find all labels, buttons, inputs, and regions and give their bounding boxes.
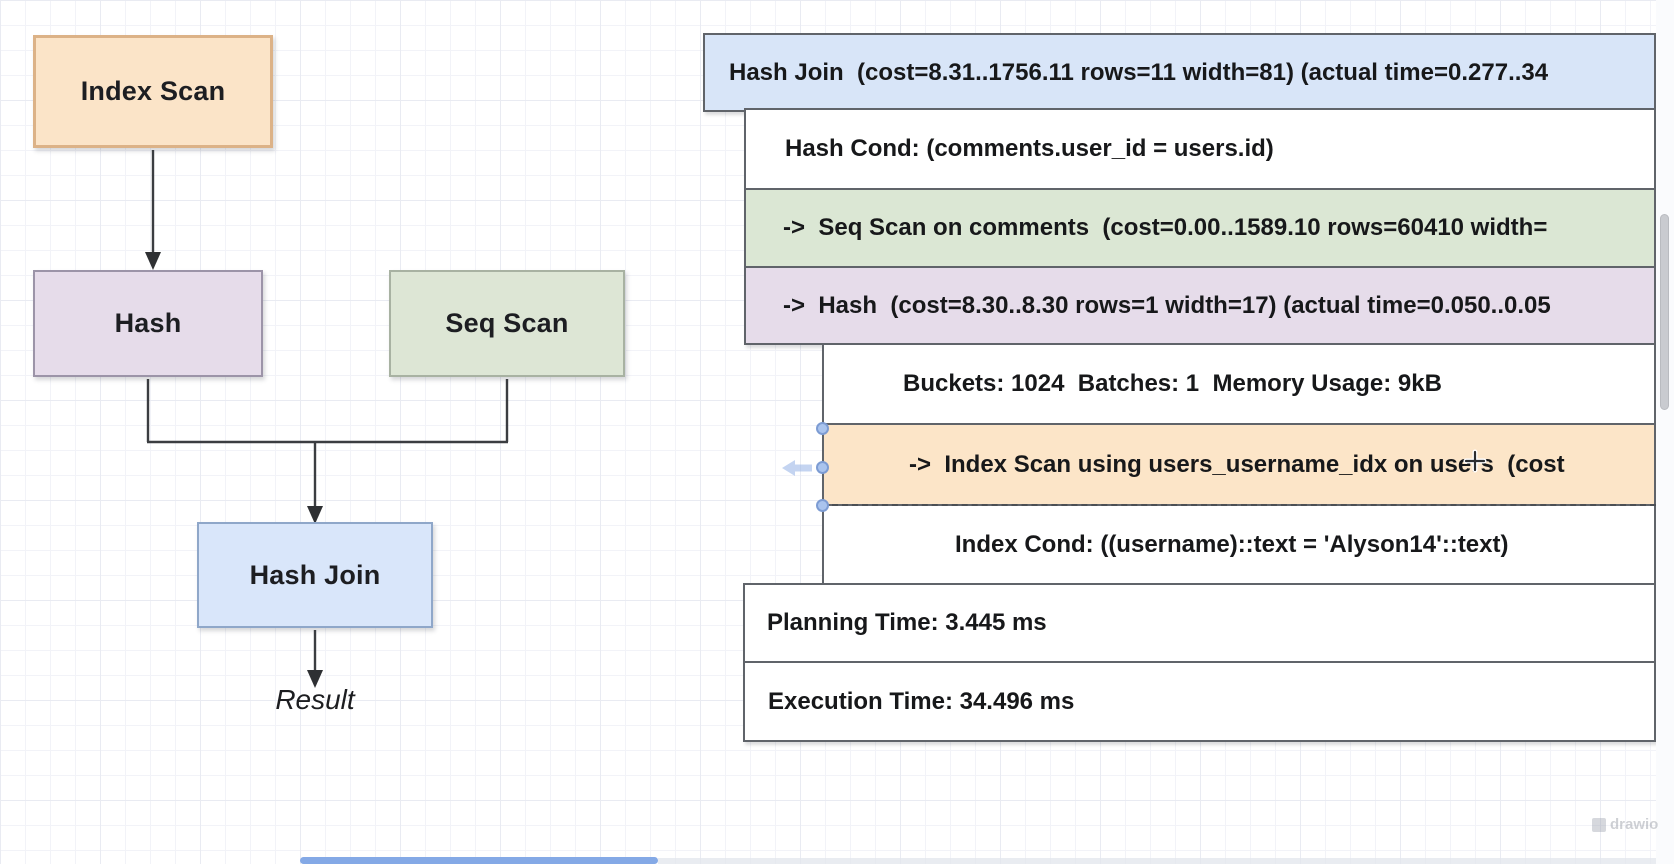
flow-node-label: Index Scan: [80, 76, 226, 106]
plan-row-index-cond[interactable]: Index Cond: ((username)::text = 'Alyson1…: [822, 504, 1656, 585]
horizontal-scrollbar-thumb[interactable]: [300, 857, 658, 864]
drawio-logo-icon: [1592, 817, 1606, 832]
plan-row-text: Planning Time: 3.445 ms: [767, 609, 1047, 636]
plan-row-text: Index Cond: ((username)::text = 'Alyson1…: [955, 530, 1509, 558]
plan-row-text: Hash Cond: (comments.user_id = users.id): [785, 135, 1274, 162]
arrowhead-to-hash: [145, 252, 161, 270]
plan-row-text: -> Hash (cost=8.30..8.30 rows=1 width=17…: [783, 291, 1551, 319]
plan-row-text: -> Index Scan using users_username_idx o…: [909, 450, 1565, 478]
flow-node-label: Hash: [114, 308, 182, 338]
plan-row-hash-join[interactable]: Hash Join (cost=8.31..1756.11 rows=11 wi…: [703, 33, 1656, 112]
plan-row-buckets[interactable]: Buckets: 1024 Batches: 1 Memory Usage: 9…: [822, 343, 1656, 425]
flow-node-index-scan[interactable]: Index Scan: [33, 35, 273, 148]
plan-row-text: Execution Time: 34.496 ms: [768, 687, 1075, 715]
plan-row-planning-time[interactable]: Planning Time: 3.445 ms: [743, 583, 1656, 663]
plan-row-index-scan-selected[interactable]: -> Index Scan using users_username_idx o…: [822, 423, 1656, 506]
flow-node-hash[interactable]: Hash: [33, 270, 263, 377]
flow-node-label: Seq Scan: [445, 308, 569, 338]
scrollbar-gutter: [1656, 0, 1674, 864]
plan-row-hash[interactable]: -> Hash (cost=8.30..8.30 rows=1 width=17…: [744, 266, 1656, 345]
selection-handle-top-left[interactable]: [816, 422, 829, 435]
watermark-label: drawio: [1610, 816, 1659, 833]
result-label: Result: [275, 684, 355, 715]
plan-row-text: -> Seq Scan on comments (cost=0.00..1589…: [783, 214, 1548, 241]
plan-row-text: Hash Join (cost=8.31..1756.11 rows=11 wi…: [729, 58, 1549, 86]
vertical-scrollbar-thumb[interactable]: [1660, 214, 1669, 410]
plan-row-text: Buckets: 1024 Batches: 1 Memory Usage: 9…: [903, 370, 1442, 397]
flow-node-hash-join[interactable]: Hash Join: [197, 522, 433, 628]
horizontal-scrollbar-track[interactable]: [658, 858, 1656, 864]
left-arrow-icon[interactable]: [782, 458, 814, 478]
selection-handle-bottom-left[interactable]: [816, 499, 829, 512]
watermark: drawio: [1592, 816, 1658, 833]
plan-row-seq-scan[interactable]: -> Seq Scan on comments (cost=0.00..1589…: [744, 188, 1656, 268]
plan-row-hash-cond[interactable]: Hash Cond: (comments.user_id = users.id): [744, 108, 1656, 190]
flow-node-label: Hash Join: [249, 559, 381, 590]
flow-node-seq-scan[interactable]: Seq Scan: [389, 270, 625, 377]
crosshair-cursor-icon: [1463, 449, 1487, 473]
plan-row-execution-time[interactable]: Execution Time: 34.496 ms: [743, 661, 1656, 742]
selection-handle-mid-left[interactable]: [816, 461, 829, 474]
selection-dashed-outline: [822, 504, 1656, 506]
